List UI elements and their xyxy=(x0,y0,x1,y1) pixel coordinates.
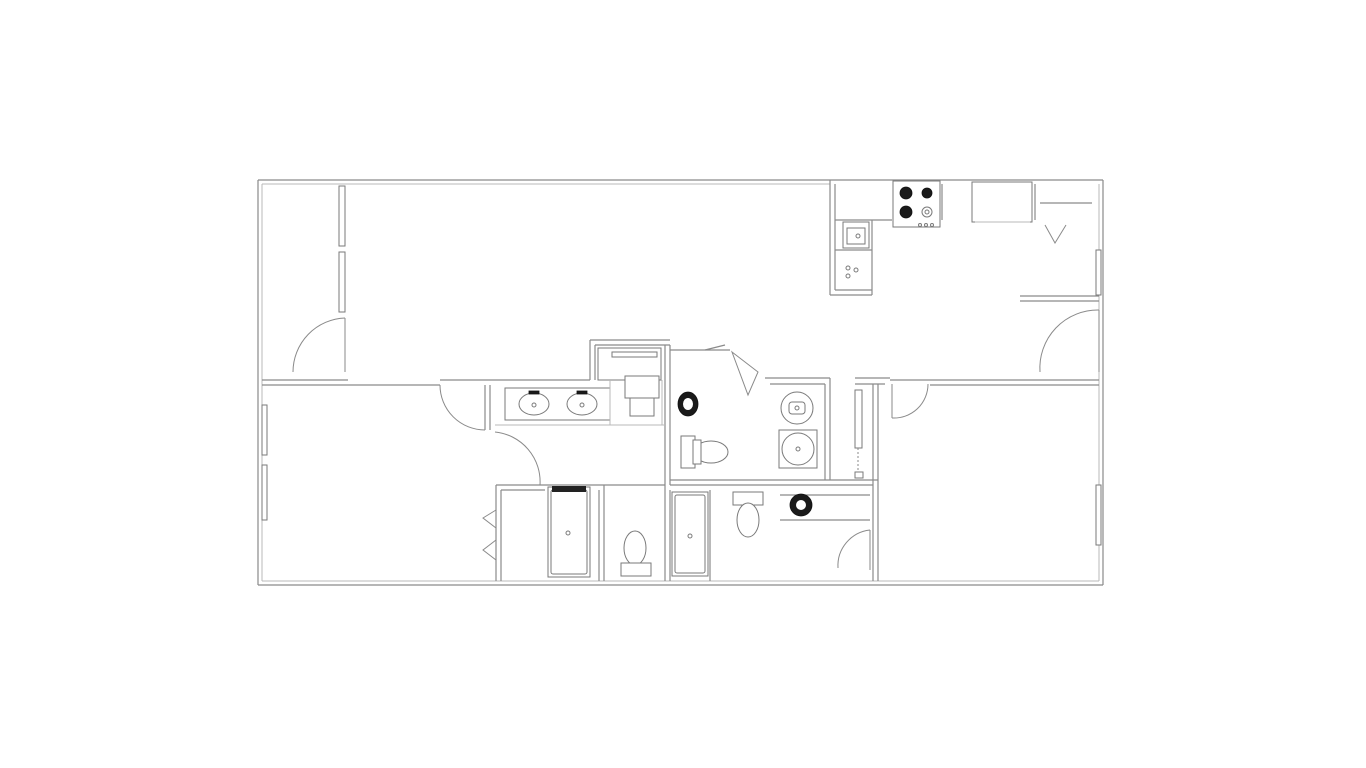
interior-walls xyxy=(262,180,1099,581)
lower-bath-fixtures xyxy=(671,491,813,577)
dryer xyxy=(778,429,818,469)
kitchen-fixtures xyxy=(842,180,1033,279)
pedestal-sink-center-bath xyxy=(677,391,699,417)
toilet-center-bath xyxy=(680,435,729,469)
washer-dryer-alcove xyxy=(597,347,663,425)
double-vanity-sinks xyxy=(518,390,598,416)
toilet-left-bath xyxy=(620,530,652,577)
toilet-lower-bath xyxy=(732,491,764,538)
kitchen-sink xyxy=(842,221,870,249)
sink-lower-bath xyxy=(789,493,813,517)
refrigerator xyxy=(971,181,1033,223)
doors xyxy=(292,224,1100,570)
center-bath-fixtures xyxy=(677,389,864,479)
cooktop xyxy=(892,180,941,228)
exterior-walls xyxy=(257,179,1104,586)
washer xyxy=(780,391,814,425)
left-windows xyxy=(261,185,1102,546)
left-bath-fixtures xyxy=(518,347,663,578)
closet-rod xyxy=(854,389,864,479)
bathtub-left-bath xyxy=(547,486,591,578)
small-appliance xyxy=(845,265,859,279)
bathtub-lower-bath xyxy=(671,491,709,577)
